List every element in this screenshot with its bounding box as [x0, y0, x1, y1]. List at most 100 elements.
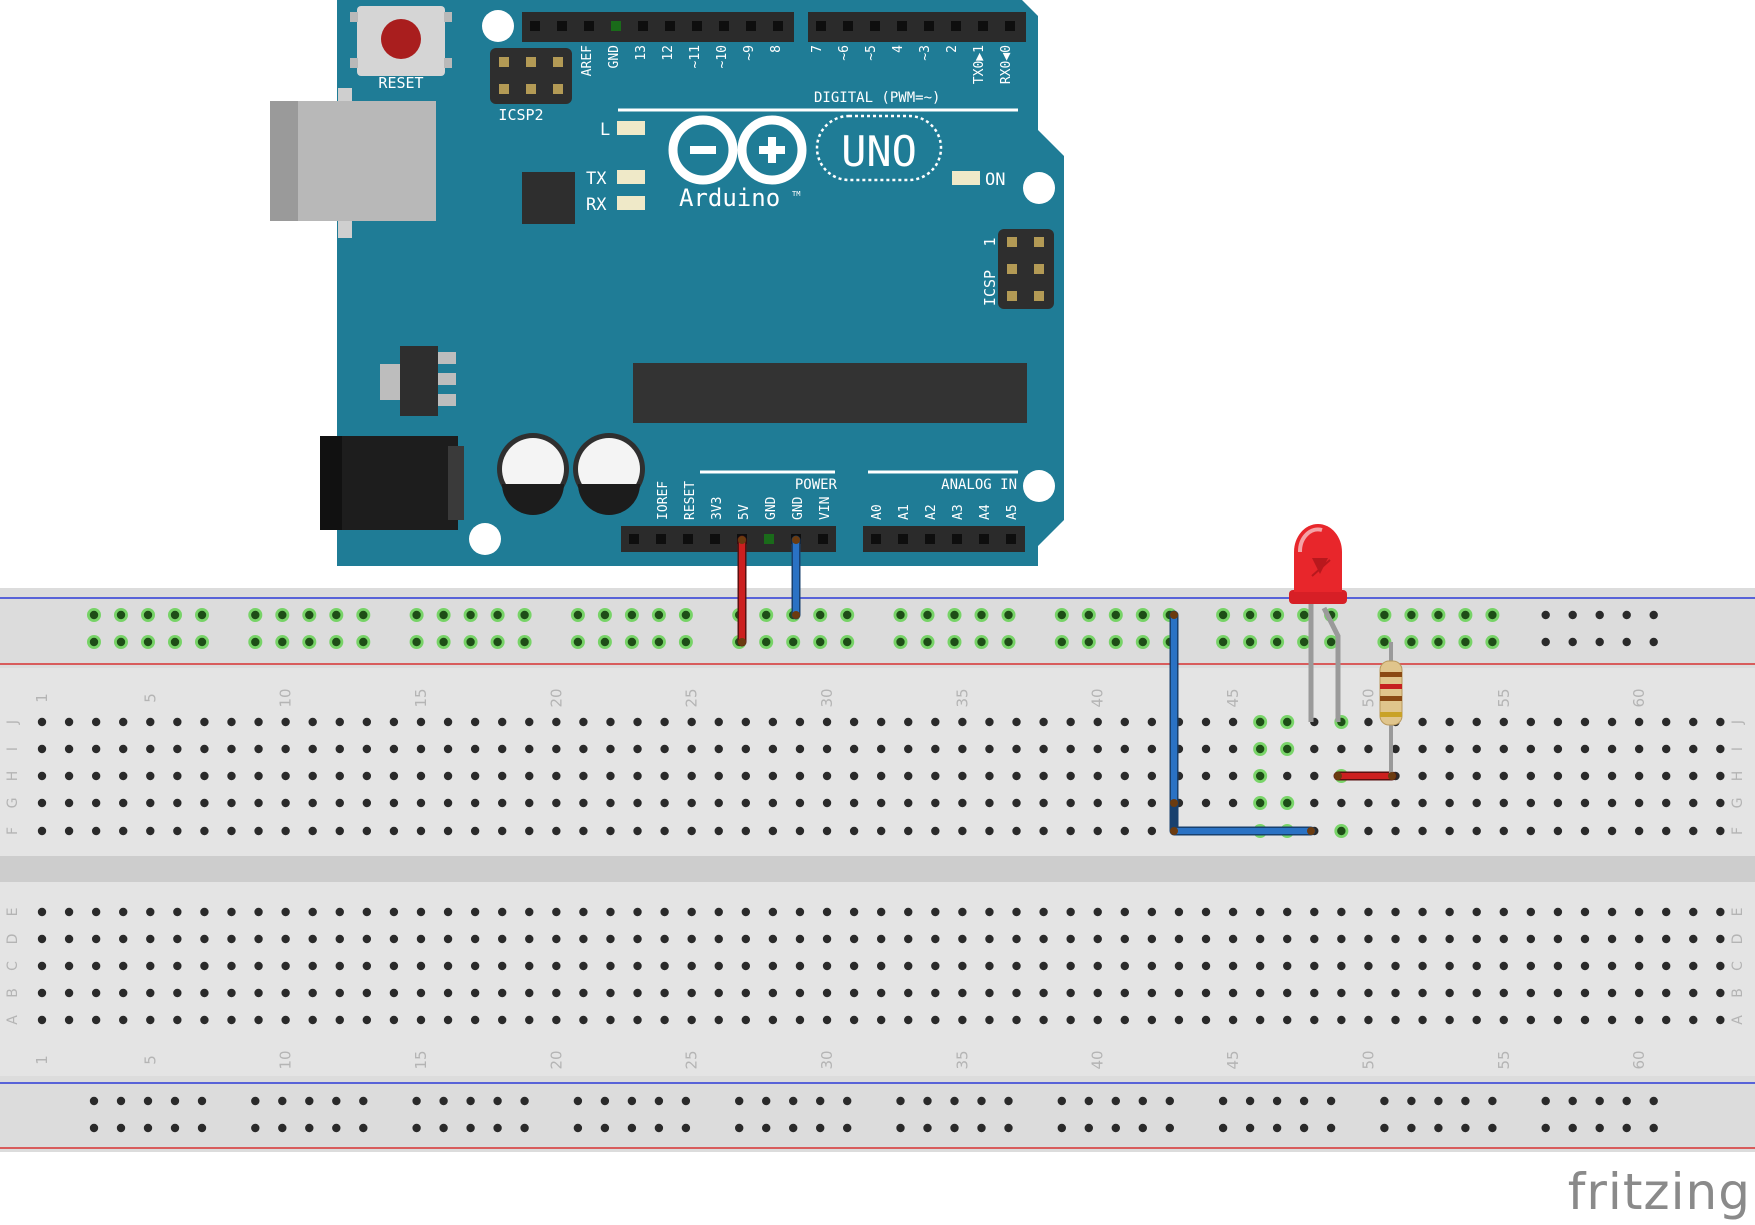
breadboard-hole: [37, 934, 47, 944]
rail-hole: [1568, 610, 1577, 620]
breadboard-hole: [904, 907, 913, 917]
rail-hole: [251, 610, 260, 620]
digital-label: DIGITAL (PWM=~): [814, 90, 940, 106]
breadboard-hole: [1255, 798, 1265, 808]
rail-hole: [1488, 610, 1497, 620]
rail-hole: [977, 1123, 986, 1133]
header-pin: [665, 21, 675, 31]
breadboard-hole: [1337, 826, 1346, 836]
icsp2-pin: [553, 84, 563, 94]
breadboard-hole: [146, 1015, 155, 1025]
column-number: 35: [953, 1050, 971, 1069]
breadboard-hole: [200, 771, 209, 781]
breadboard-hole: [606, 798, 615, 808]
rail-hole: [627, 637, 637, 647]
breadboard-hole: [633, 744, 642, 754]
rail-hole: [1541, 637, 1550, 647]
icsp-pin: [1034, 237, 1044, 247]
breadboard-hole: [579, 798, 588, 808]
digital-pin-label: 2: [945, 45, 960, 53]
breadboard-hole: [64, 717, 74, 727]
rail-hole: [896, 1123, 905, 1133]
rail-hole: [681, 1096, 691, 1106]
breadboard-hole: [525, 771, 534, 781]
rail-hole: [305, 610, 314, 620]
column-number: 40: [1089, 1050, 1107, 1069]
breadboard-hole: [633, 961, 642, 971]
analog-pin-label: A5: [1005, 504, 1020, 520]
column-numbers: 1155101015152020252530303535404045455050…: [33, 688, 1648, 1069]
icsp2-label: ICSP2: [498, 106, 543, 124]
breadboard-hole: [552, 961, 561, 971]
breadboard-hole: [227, 798, 236, 808]
breadboard-hole: [660, 907, 669, 917]
rail-hole: [1326, 1096, 1336, 1106]
breadboard-hole: [1526, 934, 1536, 944]
breadboard-hole: [985, 907, 994, 917]
breadboard-hole: [1255, 907, 1265, 917]
breadboard-hole: [254, 1015, 263, 1025]
rail-hole: [654, 637, 664, 647]
breadboard-hole: [1039, 907, 1048, 917]
rail-hole: [654, 610, 664, 620]
led-l: [617, 121, 645, 135]
breadboard-hole: [1662, 744, 1671, 754]
breadboard-hole: [1012, 934, 1021, 944]
rail-hole: [1649, 637, 1658, 647]
breadboard-hole: [1147, 907, 1157, 917]
breadboard-hole: [119, 717, 128, 727]
breadboard-hole: [687, 826, 696, 836]
breadboard-hole: [1039, 798, 1048, 808]
breadboard-hole: [525, 1015, 534, 1025]
breadboard-hole: [1066, 771, 1075, 781]
on-label: ON: [985, 170, 1005, 190]
digital-pin-label: 8: [769, 45, 784, 53]
rail-hole: [520, 1123, 529, 1133]
rail-hole: [1299, 1123, 1309, 1133]
row-letter: D: [5, 934, 21, 945]
breadboard-hole: [714, 934, 723, 944]
breadboard-hole: [552, 744, 561, 754]
breadboard-hole: [1526, 798, 1536, 808]
breadboard-hole: [579, 988, 588, 998]
breadboard-hole: [443, 988, 453, 998]
breadboard-hole: [1228, 798, 1238, 808]
row-letter: F: [5, 827, 21, 835]
column-number: 30: [818, 688, 836, 707]
rail-hole: [1326, 637, 1336, 647]
rail-hole: [1649, 1096, 1658, 1106]
breadboard-hole: [633, 717, 642, 727]
breadboard-hole: [1201, 798, 1211, 808]
mount-hole: [482, 10, 514, 42]
breadboard-hole: [1310, 1015, 1319, 1025]
breadboard-hole: [1093, 988, 1102, 998]
header-pin: [816, 21, 826, 31]
breadboard-hole: [1445, 826, 1454, 836]
breadboard-hole: [254, 961, 263, 971]
breadboard-hole: [1066, 961, 1075, 971]
breadboard-hole: [1526, 826, 1536, 836]
power-pin-label: RESET: [683, 481, 698, 520]
breadboard-hole: [281, 826, 290, 836]
breadboard-hole: [173, 771, 182, 781]
breadboard-hole: [1147, 717, 1157, 727]
wire-end: [1334, 772, 1342, 780]
breadboard-hole: [1526, 988, 1536, 998]
breadboard-hole: [1472, 798, 1481, 808]
breadboard-hole: [1093, 717, 1102, 727]
row-letter: B: [1730, 988, 1746, 998]
digital-pin-label: ~6: [837, 45, 852, 61]
breadboard-hole: [91, 988, 101, 998]
breadboard-hole: [904, 1015, 913, 1025]
power-pin-label: GND: [764, 496, 779, 520]
capacitor: [573, 433, 645, 515]
header-pin: [692, 21, 702, 31]
breadboard-hole: [931, 798, 940, 808]
breadboard-hole: [1174, 1015, 1184, 1025]
top-terminal-area: [0, 668, 1755, 856]
rail-hole: [1380, 1123, 1389, 1133]
breadboard-hole: [227, 907, 236, 917]
breadboard-hole: [443, 744, 453, 754]
breadboard-hole: [497, 717, 507, 727]
breadboard-hole: [1364, 961, 1373, 971]
